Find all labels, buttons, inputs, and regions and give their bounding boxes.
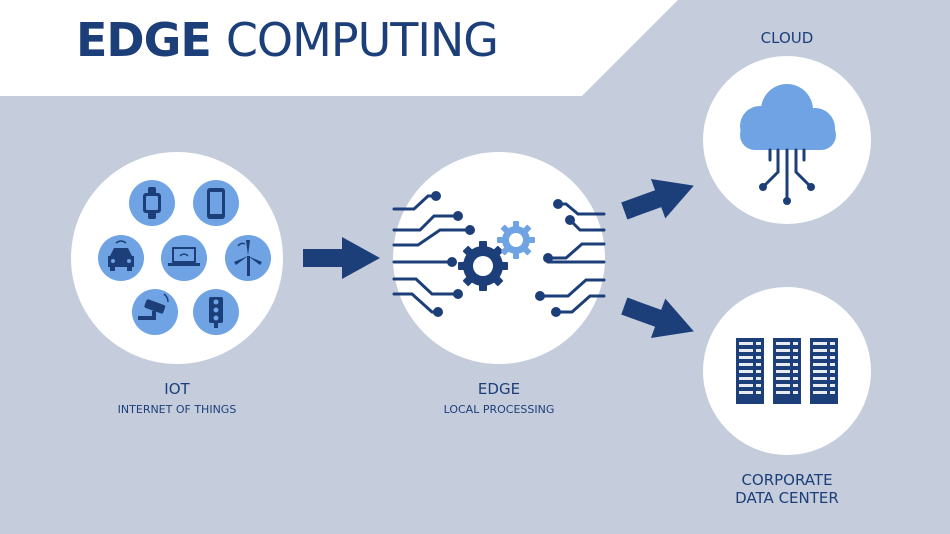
datacenter-label-line2: DATA CENTER <box>735 489 839 507</box>
smartphone-icon <box>193 180 239 226</box>
traffic-light-icon <box>193 289 239 335</box>
circuit-lines-icon <box>392 194 606 314</box>
smartwatch-icon <box>129 180 175 226</box>
arrow-edge-to-datacenter-icon <box>621 297 694 339</box>
laptop-icon <box>161 235 207 281</box>
cloud-icon <box>740 84 836 205</box>
gear-light-icon <box>497 221 535 259</box>
datacenter-label-line1: CORPORATE <box>741 471 833 489</box>
circuit-nodes-icon <box>431 191 575 317</box>
arrow-iot-to-edge-icon <box>303 237 380 279</box>
wind-turbine-icon <box>225 235 271 281</box>
car-icon <box>98 235 144 281</box>
header-band <box>0 0 678 96</box>
iot-label: IOT <box>164 380 190 398</box>
cloud-label: CLOUD <box>760 29 814 47</box>
title-bold: EDGE <box>76 13 212 67</box>
arrow-edge-to-cloud-icon <box>621 178 694 220</box>
edge-label: EDGE <box>477 380 521 398</box>
title-rest: COMPUTING <box>225 13 499 67</box>
security-camera-icon <box>132 289 178 335</box>
gear-dark-icon <box>458 241 508 291</box>
page-title: EDGE COMPUTING <box>76 10 499 70</box>
server-racks-icon <box>736 338 838 404</box>
iot-sublabel: INTERNET OF THINGS <box>117 403 237 416</box>
edge-sublabel: LOCAL PROCESSING <box>443 403 555 416</box>
